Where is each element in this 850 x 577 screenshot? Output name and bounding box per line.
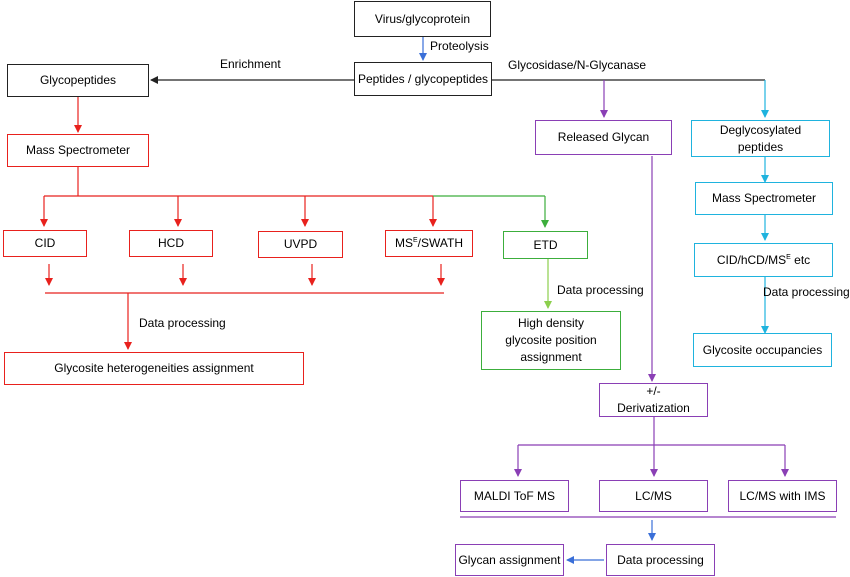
glycosite-occupancies-label: Glycosite occupancies xyxy=(702,342,823,357)
uvpd-label: UVPD xyxy=(283,237,318,251)
deglycosylated-line2: peptides xyxy=(737,139,784,154)
hcd-label: HCD xyxy=(158,236,184,250)
virus-glycoprotein-label: Virus/glycoprotein xyxy=(374,11,471,26)
glycan-assignment-node: Glycan assignment xyxy=(455,544,564,576)
cid-hcd-mse-node: CID/hCD/MSE etc xyxy=(694,243,833,277)
mass-spectrometer-left-label: Mass Spectrometer xyxy=(25,143,131,157)
glycan-assignment-label: Glycan assignment xyxy=(458,552,561,567)
glycopeptides-node: Glycopeptides xyxy=(7,64,149,97)
uvpd-node: UVPD xyxy=(258,231,343,258)
data-processing-bottom-node: Data processing xyxy=(606,544,715,576)
mass-spectrometer-left-node: Mass Spectrometer xyxy=(7,134,149,167)
data-processing-left-label: Data processing xyxy=(139,316,226,330)
glycosite-heterogeneities-node: Glycosite heterogeneities assignment xyxy=(4,352,304,385)
glycosite-heterogeneities-label: Glycosite heterogeneities assignment xyxy=(54,361,254,375)
derivatization-line2: Derivatization xyxy=(617,401,690,415)
maldi-tof-ms-label: MALDI ToF MS xyxy=(473,488,556,503)
mass-spectrometer-right-label: Mass Spectrometer xyxy=(711,191,817,205)
high-density-line2: glycosite position xyxy=(505,333,597,347)
high-density-line3: assignment xyxy=(520,350,582,364)
mse-swath-label: MSE/SWATH xyxy=(395,236,463,250)
mass-spectrometer-right-node: Mass Spectrometer xyxy=(695,182,833,215)
peptides-glycopeptides-label: Peptides / glycopeptides xyxy=(357,71,489,86)
glycopeptides-label: Glycopeptides xyxy=(39,73,117,87)
deglycosylated-line1: Deglycosylated xyxy=(719,122,802,137)
cid-hcd-mse-label: CID/hCD/MSE etc xyxy=(716,252,811,267)
virus-glycoprotein-node: Virus/glycoprotein xyxy=(354,1,491,37)
derivatization-line1: +/- xyxy=(646,384,661,398)
maldi-tof-ms-node: MALDI ToF MS xyxy=(460,480,569,512)
etd-node: ETD xyxy=(503,231,588,259)
enrichment-label: Enrichment xyxy=(220,57,281,71)
glycosite-occupancies-node: Glycosite occupancies xyxy=(693,333,832,367)
glycosidase-label: Glycosidase/N-Glycanase xyxy=(508,58,647,72)
peptides-glycopeptides-node: Peptides / glycopeptides xyxy=(354,62,492,96)
deglycosylated-peptides-node: Deglycosylated peptides xyxy=(691,120,830,157)
lcms-node: LC/MS xyxy=(599,480,708,512)
etd-label: ETD xyxy=(533,237,558,252)
proteolysis-label: Proteolysis xyxy=(430,39,489,53)
lcms-with-ims-label: LC/MS with IMS xyxy=(739,488,826,503)
high-density-line1: High density xyxy=(517,316,585,330)
mse-swath-node: MSE/SWATH xyxy=(385,230,473,257)
cid-label: CID xyxy=(34,236,56,250)
high-density-node: High density glycosite position assignme… xyxy=(481,311,621,370)
lcms-label: LC/MS xyxy=(635,488,672,503)
derivatization-node: +/- Derivatization xyxy=(599,383,708,417)
lcms-with-ims-node: LC/MS with IMS xyxy=(728,480,837,512)
cid-node: CID xyxy=(3,230,87,257)
released-glycan-node: Released Glycan xyxy=(535,120,672,155)
data-processing-etd-label: Data processing xyxy=(557,283,644,297)
data-processing-right-label: Data processing xyxy=(763,285,850,299)
released-glycan-label: Released Glycan xyxy=(557,130,650,144)
hcd-node: HCD xyxy=(129,230,213,257)
data-processing-bottom-label: Data processing xyxy=(617,552,704,567)
